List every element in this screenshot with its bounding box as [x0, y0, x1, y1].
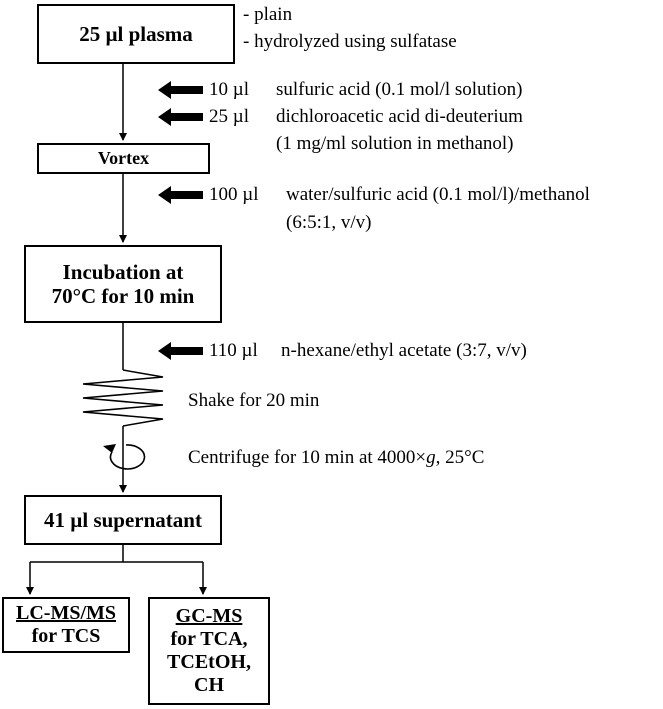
vortex-box: Vortex [37, 143, 210, 174]
centrifuge-step-g: g [426, 447, 436, 468]
dca-text: dichloroacetic acid di-deuterium [276, 106, 523, 127]
addition-arrow-icon [158, 342, 203, 360]
incubation-line-2: 70°C for 10 min [51, 284, 195, 308]
plasma-box: 25 µl plasma [37, 4, 235, 64]
lcms-target: for TCS [31, 625, 101, 647]
plasma-box-label: 25 µl plasma [79, 21, 193, 46]
gcms-line-3: CH [194, 674, 224, 696]
hexane-text: n-hexane/ethyl acetate (3:7, v/v) [281, 340, 527, 361]
vortex-box-label: Vortex [97, 148, 150, 169]
sulfuric-amount: 10 µl [209, 79, 249, 100]
lcms-title: LC-MS/MS [16, 602, 116, 624]
incubation-box: Incubation at 70°C for 10 min [24, 245, 222, 323]
gcms-title: GC-MS [175, 605, 243, 627]
centrifuge-step-temp: , 25°C [435, 447, 485, 468]
addition-arrow-icon [158, 81, 203, 99]
addition-arrow-icon [158, 108, 203, 126]
water-amount: 100 µl [209, 184, 259, 205]
centrifuge-rotation-icon [103, 444, 146, 470]
centrifuge-step-main: Centrifuge for 10 min at 4000× [188, 447, 427, 468]
supernatant-box-label: 41 µl supernatant [44, 507, 202, 532]
incubation-line-1: Incubation at [62, 259, 184, 284]
dca-amount: 25 µl [209, 106, 249, 127]
plasma-option-plain: - plain [243, 4, 293, 25]
shake-coil-icon [82, 369, 164, 427]
gcms-box: GC-MS for TCA, TCEtOH, CH [148, 597, 270, 705]
sulfuric-text: sulfuric acid (0.1 mol/l solution) [276, 79, 523, 100]
hexane-amount: 110 µl [209, 340, 258, 361]
supernatant-box: 41 µl supernatant [24, 495, 222, 545]
dca-text-2: (1 mg/ml solution in methanol) [276, 133, 514, 154]
centrifuge-step: Centrifuge for 10 min at 4000×g, 25°C [188, 447, 484, 469]
gcms-line-2: TCEtOH, [167, 651, 251, 673]
water-text-2: (6:5:1, v/v) [286, 212, 372, 233]
shake-step: Shake for 20 min [188, 390, 320, 411]
addition-arrow-icon [158, 186, 203, 204]
gcms-line-1: for TCA, [170, 628, 248, 650]
plasma-option-hydrolyzed: - hydrolyzed using sulfatase [243, 31, 457, 52]
water-text: water/sulfuric acid (0.1 mol/l)/methanol [286, 184, 590, 205]
lcms-box: LC-MS/MS for TCS [2, 597, 130, 653]
